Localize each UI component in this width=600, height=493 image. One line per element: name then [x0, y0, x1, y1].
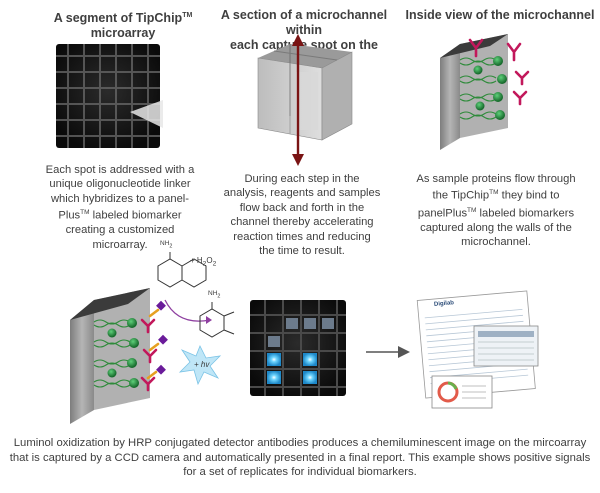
reaction-arrow: [164, 299, 211, 322]
h2o2-sub-o: 2: [212, 260, 217, 268]
inside-desc-line: microchannel.: [461, 236, 531, 249]
section-title-line1: A section of a microchannel within: [220, 8, 388, 37]
segment-desc-line: Plus: [58, 209, 81, 222]
segment-desc-line: creating a customized: [65, 224, 175, 237]
bottom-caption: Luminol oxidization by HRP conjugated de…: [6, 436, 594, 480]
segment-title-line2: microarray: [90, 26, 156, 41]
inside-description: As sample proteins flow through the TipC…: [398, 172, 594, 250]
microchannel-box: [257, 44, 353, 141]
section-desc-line: channel thereby accelerating: [230, 216, 374, 229]
product-nh2-label: NH2: [208, 290, 220, 299]
segment-title-tm: TM: [182, 12, 193, 19]
h2o2-sub-h: 2: [202, 260, 207, 268]
hrp-enzymes: [156, 300, 168, 375]
detection-wall: [70, 288, 150, 424]
chemiluminescent-image: [250, 300, 346, 396]
caption-line: for a set of replicates for individual b…: [183, 466, 417, 479]
final-report-graphic: [416, 290, 539, 409]
segment-desc-tm: TM: [80, 209, 90, 217]
inside-desc-line: the TipChip: [432, 190, 490, 203]
result-arrow: [366, 346, 410, 358]
inside-desc-tm: TM: [467, 206, 477, 214]
photon-label: + hv: [194, 360, 209, 369]
photon-text: + hv: [194, 360, 210, 369]
detector-antibodies: [140, 308, 160, 392]
luminol-molecule: [157, 252, 207, 288]
inside-desc-line: they bind to: [501, 190, 560, 203]
section-desc-line: analysis, reagents and samples: [223, 187, 381, 200]
product-nh2-sub: 2: [217, 293, 221, 300]
segment-desc-line: which hybridizes to a panel-: [50, 192, 190, 205]
capture-beads-bottom: [107, 318, 139, 388]
aminophthalate-molecule: [199, 302, 235, 338]
section-desc-line: flow back and forth in the: [239, 201, 365, 214]
segment-title: A segment of TipChipTM microarray: [38, 8, 208, 41]
section-description: During each step in the analysis, reagen…: [212, 172, 392, 258]
section-desc-line: reaction times and reducing: [233, 230, 371, 243]
light-emission-star: [178, 345, 222, 386]
segment-desc-line: unique oligonucleotide linker: [49, 178, 191, 191]
h2o2-o: O: [206, 256, 213, 265]
segment-desc-line: labeled biomarker: [92, 209, 182, 222]
positive-signal-spots: [267, 353, 317, 384]
section-desc-line: the time to result.: [259, 245, 345, 258]
chip-segment: [56, 44, 163, 148]
product-nh2-text: NH: [208, 290, 218, 297]
section-desc-line: During each step in the: [244, 173, 360, 185]
caption-line: Luminol oxidization by HRP conjugated de…: [13, 437, 587, 449]
segment-desc-line: microarray.: [92, 238, 148, 251]
inside-desc-line: captured along the walls of the: [420, 221, 572, 234]
h2o2-plus: + H: [190, 256, 203, 265]
antibodies-top: [468, 38, 530, 106]
dna-strands-bottom: [93, 319, 131, 388]
inside-desc-line: labeled biomarkers: [479, 207, 575, 220]
inside-title-text: Inside view of the microchannel: [405, 8, 595, 22]
segment-title-line1: A segment of TipChip: [53, 11, 183, 26]
nh2-text: NH: [160, 240, 170, 247]
caption-line: that is captured by a CCD camera and aut…: [9, 451, 591, 464]
flow-arrow: [292, 34, 304, 166]
segment-description: Each spot is addressed with a unique oli…: [20, 163, 220, 252]
luminol-nh2-label: NH2: [160, 240, 172, 249]
h2o2-label: + H2O2: [190, 256, 216, 268]
inside-desc-line: As sample proteins flow through: [416, 173, 576, 185]
inside-wall: [440, 34, 508, 150]
inside-desc-tm: TM: [489, 189, 499, 197]
nh2-sub: 2: [169, 243, 173, 250]
capture-beads-top: [473, 56, 507, 120]
dna-strands-top: [459, 57, 497, 120]
inside-title: Inside view of the microchannel: [405, 8, 595, 23]
inside-desc-line: panelPlus: [417, 207, 468, 220]
segment-desc-line: Each spot is addressed with a: [45, 164, 195, 176]
